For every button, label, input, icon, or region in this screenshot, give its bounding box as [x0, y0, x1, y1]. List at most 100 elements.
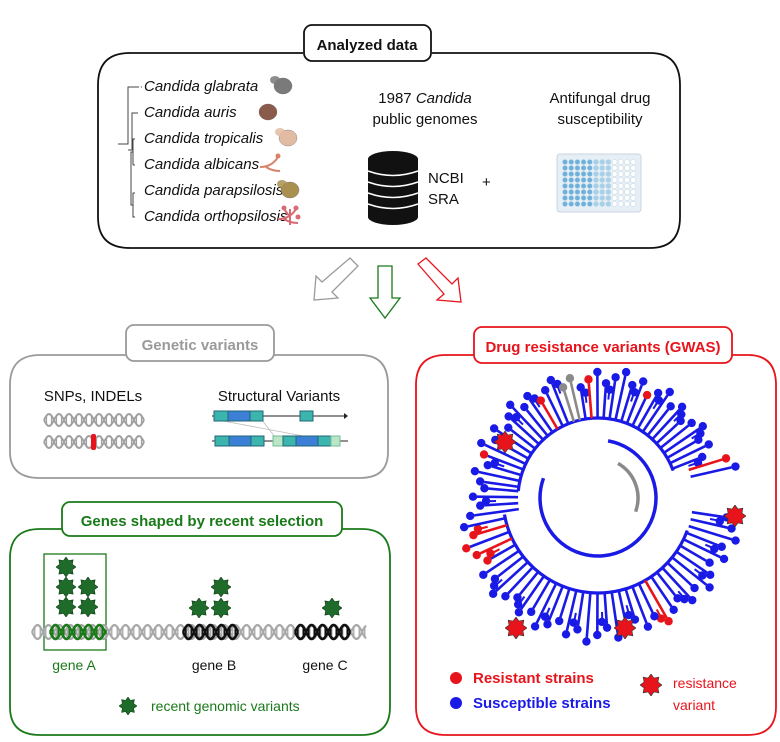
well	[580, 189, 587, 195]
well	[618, 159, 624, 165]
susceptible-strain-dot	[690, 583, 699, 593]
susceptible-strain-dot	[597, 617, 607, 627]
arrow-to-selection	[368, 265, 402, 320]
species-item: Candida orthopsilosis	[144, 205, 301, 225]
species-epithet: orthopsilosis	[204, 208, 288, 225]
well	[630, 183, 636, 189]
tree-branch	[688, 524, 733, 541]
resistant-strain-dot	[472, 550, 481, 560]
susceptible-strain-dot	[490, 574, 500, 584]
susceptible-strain-dot	[483, 460, 492, 470]
well	[618, 165, 624, 171]
species-item: Candida parapsilosis	[144, 180, 300, 199]
species-item: Candida auris	[144, 103, 278, 121]
well	[599, 189, 605, 195]
well	[611, 201, 618, 207]
well	[599, 165, 605, 171]
species-genus: Candida	[144, 208, 200, 225]
species-item: Candida tropicalis	[144, 128, 298, 147]
susceptible-strain-dot	[624, 610, 633, 620]
species-name: Candida albicans	[144, 156, 260, 173]
phylogenetic-tree	[459, 367, 746, 646]
resistance-variant-star-icon	[614, 617, 636, 639]
tree-branch	[507, 566, 534, 595]
panel-title: Genes shaped by recent selection	[81, 513, 324, 530]
susceptible-strain-dot	[602, 623, 612, 632]
drug-label-2: susceptibility	[557, 111, 643, 128]
species-name: Candida tropicalis	[144, 130, 264, 147]
susceptible-strain-dot	[576, 383, 585, 392]
tree-branch	[469, 530, 510, 549]
well	[568, 159, 574, 165]
well	[568, 201, 574, 207]
arrow-to-gwas	[417, 257, 462, 303]
flow-arrows	[313, 257, 462, 320]
species-item: Candida albicans	[144, 153, 281, 173]
well	[593, 195, 599, 201]
tree-branch	[520, 575, 545, 610]
well	[580, 171, 587, 177]
variant-star-icon	[56, 577, 76, 597]
susceptible-strain-dot	[466, 511, 475, 521]
variant-star-icon	[189, 598, 209, 618]
well	[568, 189, 574, 195]
susceptible-strain-dot	[673, 594, 682, 603]
well	[580, 177, 587, 183]
gwas-panel: Drug resistance variants (GWAS) Resistan…	[415, 326, 777, 736]
susceptible-strain-dot	[569, 618, 578, 627]
susceptible-strain-dot	[676, 416, 685, 426]
tree-branch	[641, 394, 669, 433]
well	[618, 183, 624, 189]
well	[587, 171, 593, 177]
well	[599, 195, 605, 201]
resistant-strain-dot	[656, 614, 666, 623]
well	[630, 165, 636, 171]
tree-branch	[487, 454, 524, 471]
gene-a-highlight-box	[43, 553, 107, 651]
tree-branch	[646, 408, 670, 437]
well	[605, 165, 612, 171]
well	[593, 201, 599, 207]
tree-branch	[690, 517, 728, 529]
susceptible-strain-dot	[581, 388, 590, 397]
susceptible-strain-dot	[541, 386, 550, 395]
susceptible-strain-dot	[513, 593, 522, 602]
well	[599, 171, 605, 177]
susceptible-strain-dot	[573, 625, 582, 634]
resistance-variant-star-icon	[494, 431, 516, 453]
well	[611, 177, 618, 183]
tree-branch	[541, 403, 559, 430]
well	[605, 201, 612, 207]
hyphae-orange-icon	[259, 153, 281, 172]
well	[580, 159, 587, 165]
well	[587, 195, 593, 201]
well	[562, 165, 568, 171]
well	[624, 159, 630, 165]
panel-border	[97, 52, 681, 249]
susceptible-strain-dot	[479, 570, 488, 579]
well	[568, 165, 574, 171]
well	[624, 201, 630, 207]
sv-label: Structural Variants	[218, 388, 340, 405]
well	[593, 189, 599, 195]
pseudohyphae-pink-icon	[277, 205, 301, 225]
well	[618, 201, 624, 207]
susceptible-strain-dot	[593, 630, 602, 640]
well	[599, 159, 605, 165]
well	[630, 195, 636, 201]
susceptible-strain-dot	[677, 402, 687, 412]
tree-branch	[624, 588, 636, 617]
resistance-variant-star-icon	[724, 505, 746, 527]
yeast-cell-olive-icon	[277, 180, 300, 199]
well	[624, 177, 630, 183]
tree-branch	[535, 582, 558, 624]
legend-susceptible-dot-icon	[450, 697, 462, 709]
well	[562, 183, 568, 189]
susceptible-strain-dot	[727, 524, 736, 533]
yeast-cell-brown-icon	[258, 103, 278, 121]
tree-branch	[483, 480, 519, 489]
species-cladogram	[118, 86, 144, 218]
strain-dot	[565, 374, 575, 383]
susceptible-strain-dot	[621, 367, 631, 377]
tree-branch	[569, 381, 581, 421]
